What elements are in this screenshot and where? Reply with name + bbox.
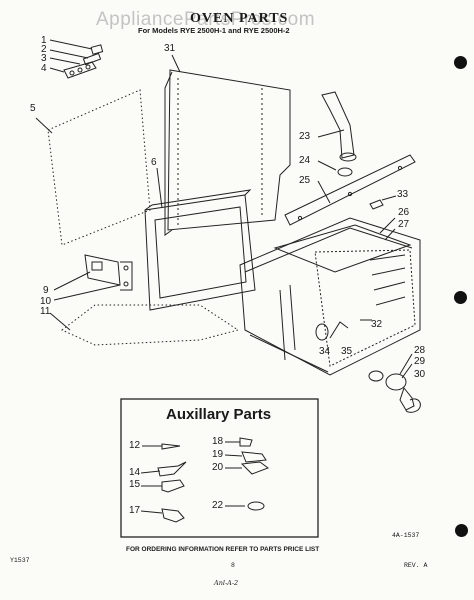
auxiliary-parts-title: Auxillary Parts bbox=[166, 406, 272, 423]
bottom-plate bbox=[49, 304, 240, 346]
callout-29: 29 bbox=[414, 356, 426, 367]
mounting-rail bbox=[284, 154, 416, 226]
ordering-info-footer: FOR ORDERING INFORMATION REFER TO PARTS … bbox=[126, 546, 320, 553]
callout-9: 9 bbox=[43, 285, 49, 296]
oven-liner bbox=[239, 217, 421, 376]
binder-hole-middle bbox=[454, 291, 467, 304]
tube-gasket bbox=[317, 160, 353, 177]
callout-20: 20 bbox=[212, 462, 224, 473]
callout-14: 14 bbox=[129, 467, 141, 478]
callout-17: 17 bbox=[129, 505, 141, 516]
callout-34: 34 bbox=[319, 346, 331, 357]
page-ref-left: Y1537 bbox=[10, 557, 30, 564]
callout-11: 11 bbox=[40, 306, 51, 317]
callout-3: 3 bbox=[41, 53, 47, 64]
screw-33 bbox=[369, 195, 397, 210]
front-frame bbox=[144, 167, 256, 311]
callout-30: 30 bbox=[414, 369, 426, 380]
callout-19: 19 bbox=[212, 449, 224, 460]
light-socket bbox=[368, 353, 421, 413]
aux-part-shapes bbox=[140, 437, 270, 523]
diagram-title: OVEN PARTS bbox=[190, 11, 289, 26]
callout-31: 31 bbox=[164, 43, 176, 54]
back-panel bbox=[35, 89, 151, 246]
callout-35: 35 bbox=[341, 346, 353, 357]
callout-6: 6 bbox=[151, 157, 157, 168]
callout-28: 28 bbox=[414, 345, 426, 356]
callout-25: 25 bbox=[299, 175, 311, 186]
callout-15: 15 bbox=[129, 479, 141, 490]
hinge-parts bbox=[49, 39, 104, 79]
callout-33: 33 bbox=[397, 189, 409, 200]
watermark: AppliancePartsPros.com bbox=[96, 9, 316, 30]
callout-26: 26 bbox=[398, 207, 410, 218]
callout-24: 24 bbox=[299, 155, 311, 166]
callout-5: 5 bbox=[30, 103, 36, 114]
diagram-code: 4A-1537 bbox=[392, 532, 420, 539]
binder-hole-top bbox=[454, 56, 467, 69]
revision-label: REV. A bbox=[404, 562, 428, 569]
callout-12: 12 bbox=[129, 440, 141, 451]
auxiliary-parts-box bbox=[120, 398, 319, 538]
callout-2: 2 bbox=[41, 44, 47, 55]
callout-18: 18 bbox=[212, 436, 224, 447]
callout-10: 10 bbox=[40, 296, 52, 307]
callout-4: 4 bbox=[41, 63, 47, 74]
callout-32: 32 bbox=[371, 319, 383, 330]
callout-22: 22 bbox=[212, 500, 224, 511]
callout-1: 1 bbox=[41, 35, 47, 46]
page-number: 8 bbox=[231, 562, 235, 569]
callout-27: 27 bbox=[398, 219, 410, 230]
binder-hole-bottom bbox=[455, 524, 468, 537]
callout-23: 23 bbox=[299, 131, 311, 142]
vent-tube bbox=[317, 91, 357, 162]
cabinet-back bbox=[164, 54, 291, 236]
diagram-subtitle: For Models RYE 2500H-1 and RYE 2500H-2 bbox=[138, 26, 290, 35]
side-bracket bbox=[53, 254, 133, 301]
handwritten-mark: Anl-A-2 bbox=[214, 579, 239, 587]
